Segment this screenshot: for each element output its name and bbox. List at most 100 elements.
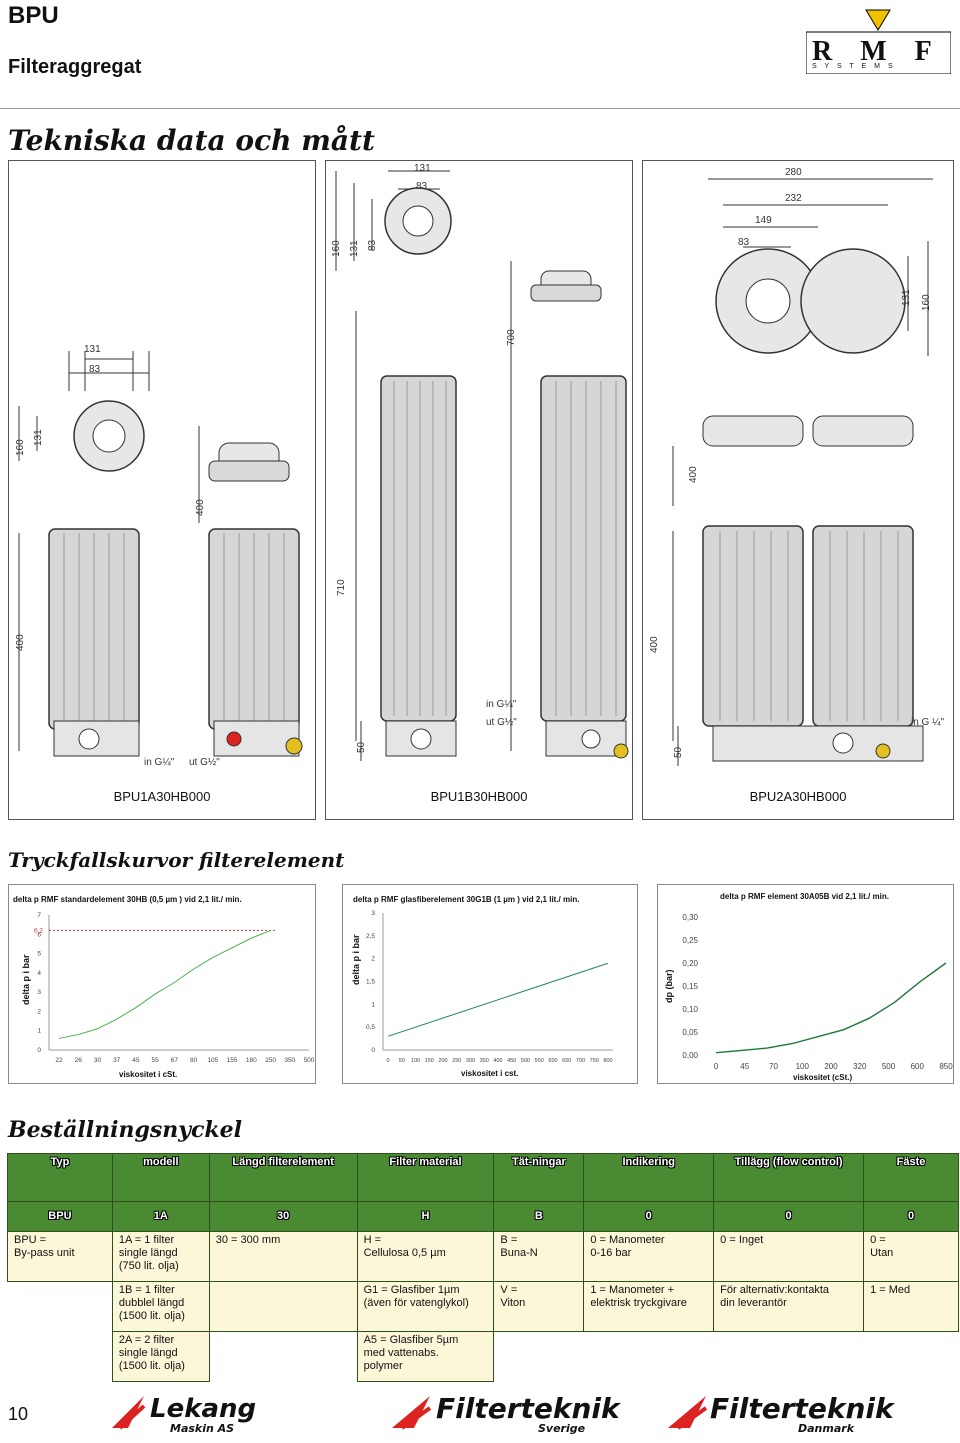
- x-tick-label: 600: [548, 1058, 557, 1064]
- drawing-panel-3: 280 232 149 83 131 160 400 400 50 in G ¼…: [642, 160, 954, 820]
- y-tick-label: 2: [37, 1008, 41, 1015]
- col-header: Tillägg (flow control): [713, 1153, 865, 1202]
- option-cell: BPU = By-pass unit: [7, 1231, 113, 1282]
- port-out-label: ut G½": [189, 757, 220, 768]
- x-tick-label: 67: [171, 1057, 179, 1064]
- empty-cell: [7, 1331, 113, 1382]
- x-tick-label: 37: [113, 1057, 121, 1064]
- dim-height-131: 131: [901, 289, 912, 306]
- chart-xlabel: viskositet (cSt.): [793, 1073, 853, 1082]
- y-tick-label: 5: [37, 951, 41, 958]
- logo-sub: S Y S T E M S: [812, 63, 896, 70]
- y-tick-label: 1: [37, 1028, 41, 1035]
- chart-xlabel: viskositet i cst.: [461, 1069, 519, 1078]
- port-in-label: in G¼": [144, 757, 175, 768]
- dim-width-149: 149: [755, 215, 772, 226]
- rmf-logo: RMF S Y S T E M S: [805, 8, 952, 75]
- code-cell: B: [493, 1201, 585, 1232]
- x-tick-label: 400: [493, 1058, 502, 1064]
- option-cell: 1 = Med: [863, 1281, 959, 1332]
- x-tick-label: 155: [227, 1057, 238, 1064]
- empty-cell: [863, 1331, 959, 1382]
- dim-height-400-b: 400: [649, 636, 660, 653]
- col-header: Filter material: [356, 1153, 495, 1202]
- option-cell: V = Viton: [493, 1281, 585, 1332]
- x-tick-label: 600: [911, 1062, 925, 1071]
- y-tick-label: 0,25: [682, 936, 698, 945]
- dim-width-232: 232: [785, 193, 802, 204]
- y-tick-label: 0: [371, 1047, 375, 1054]
- order-key-row-2: 1B = 1 filter dubblel längd (1500 lit. o…: [7, 1281, 959, 1332]
- dim-height-50: 50: [356, 741, 367, 753]
- dim-height-160: 160: [331, 240, 342, 257]
- code-cell: H: [356, 1201, 495, 1232]
- order-key-table: Typ modell Längd filterelement Filter ma…: [7, 1153, 959, 1382]
- empty-cell: [493, 1331, 584, 1382]
- y-tick-label: 3: [371, 910, 375, 917]
- y-tick-label: 6: [37, 931, 41, 938]
- empty-cell: [713, 1331, 864, 1382]
- x-tick-label: 200: [824, 1062, 838, 1071]
- x-tick-label: 550: [535, 1058, 544, 1064]
- model-caption-1: BPU1A30HB000: [113, 789, 211, 804]
- option-cell: 1A = 1 filter single längd (750 lit. olj…: [111, 1231, 210, 1282]
- y-tick-label: 0,20: [682, 959, 698, 968]
- order-key-header-row: Typ modell Längd filterelement Filter ma…: [7, 1153, 959, 1202]
- option-cell: H = Cellulosa 0,5 µm: [356, 1231, 495, 1282]
- x-tick-label: 500: [304, 1057, 315, 1064]
- dim-width-83: 83: [738, 237, 750, 248]
- y-tick-label: 2,5: [366, 933, 375, 940]
- x-tick-label: 45: [740, 1062, 749, 1071]
- dim-height-400-b: 400: [15, 634, 26, 651]
- dim-height-160: 160: [15, 439, 26, 456]
- x-tick-label: 180: [246, 1057, 257, 1064]
- y-tick-label: 0,5: [366, 1024, 375, 1031]
- page-number: 10: [8, 1404, 29, 1424]
- dim-width-83: 83: [89, 364, 101, 375]
- y-tick-label: 0: [37, 1047, 41, 1054]
- dim-width-131: 131: [84, 344, 101, 355]
- col-header: Längd filterelement: [208, 1153, 358, 1202]
- filterteknik-danmark-logo: Filterteknik Danmark: [666, 1390, 894, 1438]
- order-key-row-3: 2A = 2 filter single längd (1500 lit. ol…: [7, 1331, 959, 1382]
- option-cell: B = Buna-N: [493, 1231, 585, 1282]
- dim-height-700: 700: [506, 329, 517, 346]
- y-tick-label: 1: [371, 1001, 375, 1008]
- option-cell: A5 = Glasfiber 5µm med vattenabs. polyme…: [356, 1331, 495, 1382]
- option-cell: 0 = Utan: [863, 1231, 959, 1282]
- y-tick-label: 0,05: [682, 1028, 698, 1037]
- x-tick-label: 750: [590, 1058, 599, 1064]
- dim-height-400-a: 400: [688, 466, 699, 483]
- x-tick-label: 0: [386, 1058, 389, 1064]
- x-tick-label: 50: [399, 1058, 405, 1064]
- x-tick-label: 100: [411, 1058, 420, 1064]
- logo-sub: Maskin AS: [170, 1422, 235, 1435]
- x-tick-label: 0: [714, 1062, 719, 1071]
- option-cell: 1B = 1 filter dubblel längd (1500 lit. o…: [111, 1281, 210, 1332]
- y-tick-label: 2: [371, 956, 375, 963]
- x-tick-label: 26: [75, 1057, 83, 1064]
- dim-height-83: 83: [367, 239, 378, 251]
- x-tick-label: 55: [152, 1057, 160, 1064]
- order-section-title: Beställningsnyckel: [8, 1117, 242, 1143]
- code-cell: 0: [583, 1201, 715, 1232]
- filterteknik-sverige-logo: Filterteknik Sverige: [390, 1390, 620, 1438]
- drawing-panel-2: 131 83 160 131 83 700 710 50 in G¼" ut G…: [325, 160, 633, 820]
- chart-1: delta p RMF standardelement 30HB (0,5 µm…: [8, 884, 316, 1084]
- option-cell: För alternativ:kontakta din leverantör: [713, 1281, 865, 1332]
- chart-xlabel: viskositet i cSt.: [119, 1070, 178, 1079]
- y-tick-label: 3: [37, 989, 41, 996]
- chart-title: delta p RMF glasfiberelement 30G1B (1 µm…: [353, 895, 580, 904]
- y-tick-label: 0,10: [682, 1005, 698, 1014]
- option-cell: 0 = Manometer 0-16 bar: [583, 1231, 715, 1282]
- x-tick-label: 800: [603, 1058, 612, 1064]
- x-tick-label: 105: [207, 1057, 218, 1064]
- product-subtitle: Filteraggregat: [8, 56, 142, 78]
- logo-name: Filterteknik: [436, 1392, 620, 1425]
- col-header: Fäste: [863, 1153, 959, 1202]
- y-tick-label: 0,00: [682, 1051, 698, 1060]
- option-cell: G1 = Glasfiber 1µm (även för vatenglykol…: [356, 1281, 495, 1332]
